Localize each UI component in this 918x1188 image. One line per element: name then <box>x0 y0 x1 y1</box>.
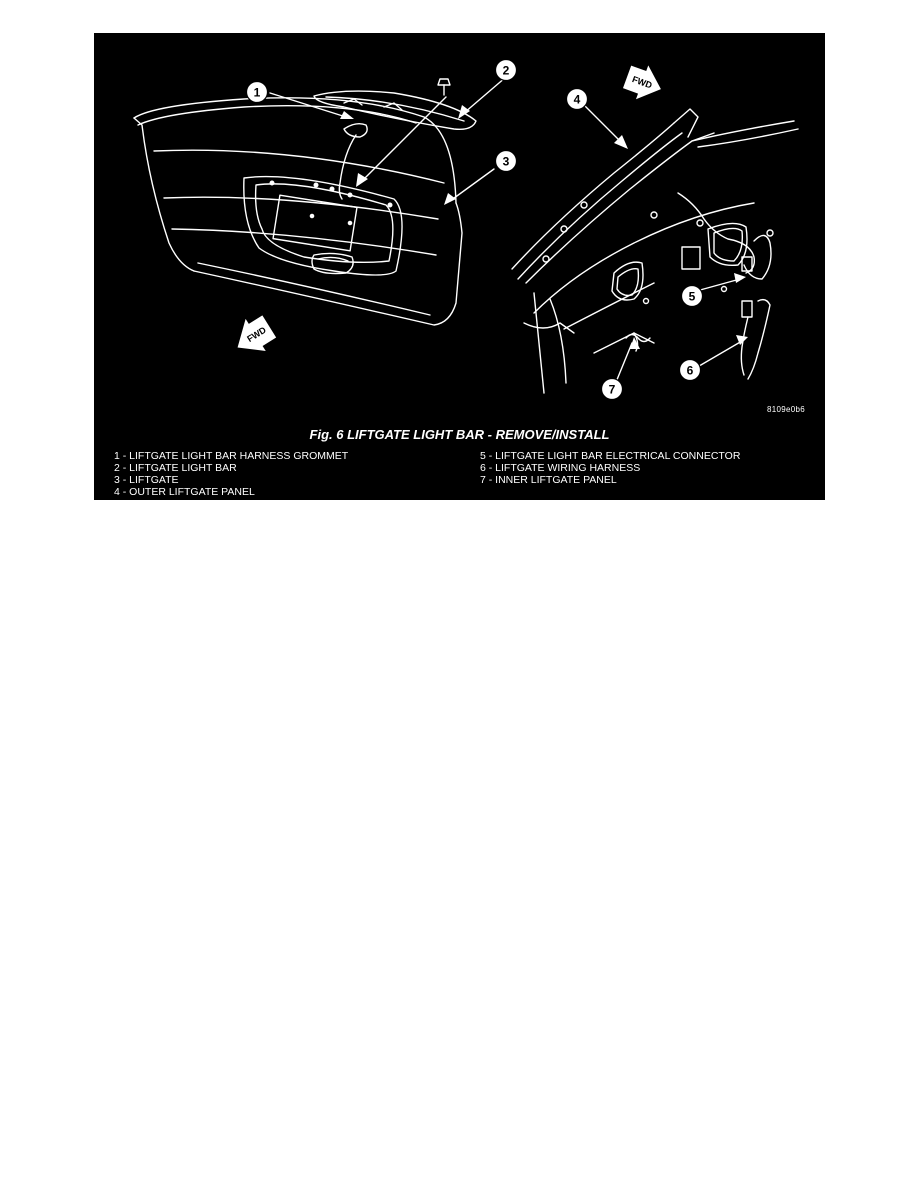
fwd-arrow-right <box>622 65 661 100</box>
callout-7: 7 <box>609 383 616 397</box>
service-figure: 1 2 3 4 5 6 7 FWD FWD 8109e0b6 Fig. 6 LI… <box>94 33 825 500</box>
figure-caption: Fig. 6 LIFTGATE LIGHT BAR - REMOVE/INSTA… <box>309 427 610 442</box>
liftgate-drawing <box>133 78 477 326</box>
callout-1-circle <box>245 80 269 104</box>
callout-6: 6 <box>687 364 694 378</box>
legend-item-3: 3 - LIFTGATE <box>114 474 179 486</box>
callout-3-circle <box>494 149 518 173</box>
legend-item-4: 4 - OUTER LIFTGATE PANEL <box>114 486 255 498</box>
legend-item-1: 1 - LIFTGATE LIGHT BAR HARNESS GROMMET <box>114 450 349 462</box>
callout-4-circle <box>565 87 589 111</box>
callout-2: 2 <box>503 64 510 78</box>
callout-5: 5 <box>689 290 696 304</box>
inner-panel-drawing <box>511 108 799 394</box>
figure-id-code: 8109e0b6 <box>767 405 805 414</box>
liftgate-illustration: 1 2 3 4 5 6 7 FWD FWD <box>133 58 799 401</box>
callout-4: 4 <box>574 93 581 107</box>
callout-2-circle <box>494 58 518 82</box>
legend-right: 5 - LIFTGATE LIGHT BAR ELECTRICAL CONNEC… <box>480 450 740 486</box>
callout-7-circle <box>600 377 624 401</box>
fwd-arrow-left <box>237 315 277 352</box>
legend-item-2: 2 - LIFTGATE LIGHT BAR <box>114 462 237 474</box>
legend-item-6: 6 - LIFTGATE WIRING HARNESS <box>480 462 641 474</box>
callout-3: 3 <box>503 155 510 169</box>
legend-item-5: 5 - LIFTGATE LIGHT BAR ELECTRICAL CONNEC… <box>480 450 741 462</box>
legend-left: 1 - LIFTGATE LIGHT BAR HARNESS GROMMET 2… <box>114 450 348 498</box>
callout-1: 1 <box>254 86 261 100</box>
legend-item-7: 7 - INNER LIFTGATE PANEL <box>480 474 617 486</box>
callout-5-circle <box>680 284 704 308</box>
callout-6-circle <box>678 358 702 382</box>
